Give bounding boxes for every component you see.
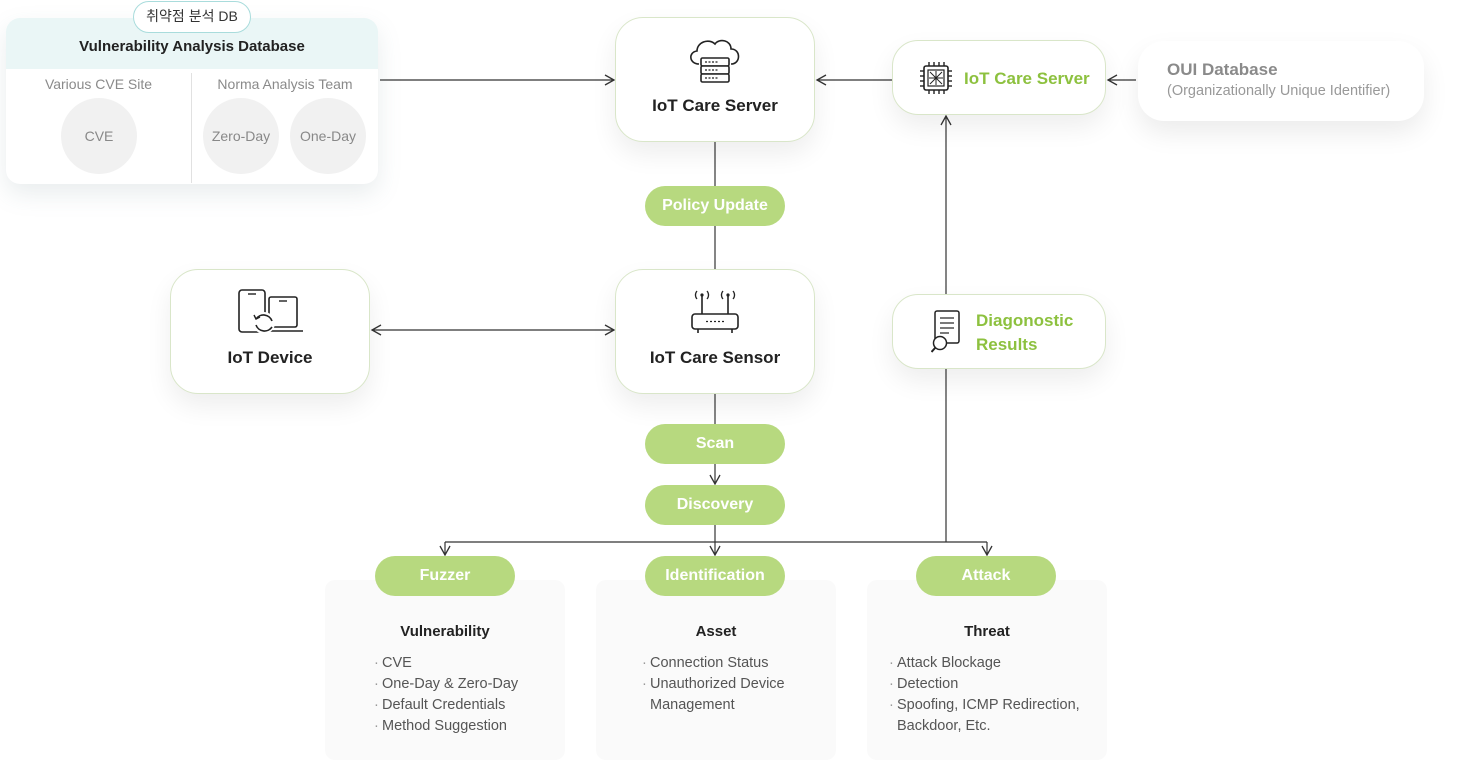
iot-device-label: IoT Device [227, 348, 313, 367]
list-item: Default Credentials [374, 695, 518, 716]
cve-circle: CVE [61, 98, 137, 174]
oui-database-node: OUI Database (Organizationally Unique Id… [1138, 41, 1424, 121]
identification-card: Asset Connection Status Unauthorized Dev… [596, 580, 836, 760]
diagnostic-results-label: Diagonostic Results [976, 309, 1073, 357]
list-item: Spoofing, ICMP Redirection, [889, 695, 1080, 716]
document-search-icon [931, 310, 960, 353]
list-item: One-Day & Zero-Day [374, 674, 518, 695]
list-item: Attack Blockage [889, 653, 1080, 674]
oui-database-title: OUI Database [1167, 60, 1278, 79]
iot-care-server-main-label: IoT Care Server [652, 96, 778, 115]
cve-site-label: Various CVE Site [44, 76, 153, 92]
list-item: Connection Status [642, 653, 785, 674]
cloud-server-icon [690, 39, 740, 83]
vulnerability-db-divider [191, 73, 192, 183]
diagnostic-results-node: Diagonostic Results [892, 294, 1106, 369]
fuzzer-card-list: CVE One-Day & Zero-Day Default Credentia… [374, 653, 518, 737]
iot-care-sensor-node: IoT Care Sensor [615, 269, 815, 394]
attack-card: Threat Attack Blockage Detection Spoofin… [867, 580, 1107, 760]
identification-card-title: Asset [695, 623, 737, 640]
zero-day-circle: Zero-Day [203, 98, 279, 174]
one-day-circle: One-Day [290, 98, 366, 174]
iot-care-server-right-node: IoT Care Server [892, 40, 1106, 115]
iot-care-sensor-label: IoT Care Sensor [649, 348, 781, 367]
router-icon [691, 290, 739, 333]
attack-pill: Attack [916, 556, 1056, 596]
fuzzer-card: Vulnerability CVE One-Day & Zero-Day Def… [325, 580, 565, 760]
vulnerability-db-badge: 취약점 분석 DB [133, 1, 251, 33]
identification-card-list: Connection Status Unauthorized Device Ma… [642, 653, 785, 716]
iot-care-server-right-label: IoT Care Server [964, 69, 1090, 88]
iot-care-server-main-node: IoT Care Server [615, 17, 815, 142]
discovery-pill: Discovery [645, 485, 785, 525]
devices-sync-icon [238, 289, 303, 334]
list-item: Detection [889, 674, 1080, 695]
attack-card-list: Attack Blockage Detection Spoofing, ICMP… [889, 653, 1080, 737]
list-item: Backdoor, Etc. [897, 718, 991, 734]
list-item: Method Suggestion [374, 716, 518, 737]
chip-icon [920, 62, 952, 94]
fuzzer-pill: Fuzzer [375, 556, 515, 596]
list-item: CVE [374, 653, 518, 674]
scan-pill: Scan [645, 424, 785, 464]
fuzzer-card-title: Vulnerability [400, 623, 490, 640]
iot-device-node: IoT Device [170, 269, 370, 394]
vulnerability-db-title: Vulnerability Analysis Database [79, 38, 305, 55]
diagnostic-results-line1: Diagonostic [976, 311, 1074, 330]
analysis-team-label: Norma Analysis Team [217, 76, 353, 92]
list-item: Management [650, 697, 735, 713]
vulnerability-db-panel: 취약점 분석 DB Vulnerability Analysis Databas… [6, 1, 378, 184]
list-item: Unauthorized Device [642, 674, 785, 695]
diagnostic-results-line2: Results [976, 335, 1038, 354]
identification-pill: Identification [645, 556, 785, 596]
oui-database-subtitle: (Organizationally Unique Identifier) [1167, 83, 1391, 99]
policy-update-pill: Policy Update [645, 186, 785, 226]
attack-card-title: Threat [964, 623, 1010, 640]
